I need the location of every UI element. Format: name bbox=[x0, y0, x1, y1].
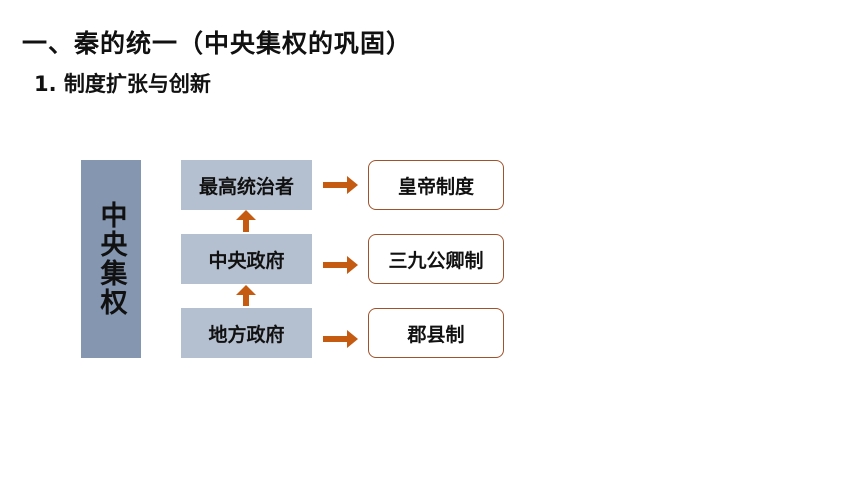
result-box-emperor: 皇帝制度 bbox=[368, 160, 504, 210]
result-box-ministers: 三九公卿制 bbox=[368, 234, 504, 284]
slide-title: 一、秦的统一（中央集权的巩固） bbox=[22, 29, 413, 58]
right-arrow-icon bbox=[323, 176, 358, 194]
level-box-local: 地方政府 bbox=[181, 308, 312, 358]
right-arrow-icon bbox=[323, 256, 358, 274]
slide-subtitle: 1. 制度扩张与创新 bbox=[34, 72, 211, 96]
right-arrow-icon bbox=[323, 330, 358, 348]
side-label-bar: 中央集权 bbox=[81, 160, 141, 358]
level-box-top: 最高统治者 bbox=[181, 160, 312, 210]
up-arrow-icon bbox=[236, 210, 256, 232]
level-box-central: 中央政府 bbox=[181, 234, 312, 284]
up-arrow-icon bbox=[236, 285, 256, 306]
result-box-prefectures: 郡县制 bbox=[368, 308, 504, 358]
side-label: 中央集权 bbox=[95, 201, 127, 317]
